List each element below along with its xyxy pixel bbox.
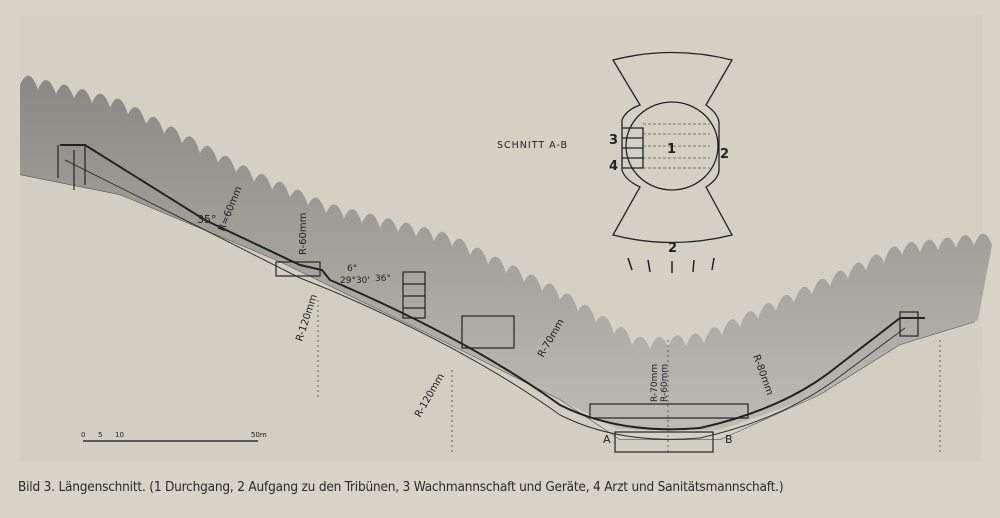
angle-36-label: 36° — [375, 274, 391, 284]
hill-fill — [20, 175, 980, 460]
radius-mid-label: R-60mm — [298, 213, 309, 255]
figure-caption: Bild 3. Längenschnitt. (1 Durchgang, 2 A… — [18, 479, 784, 495]
plan-view — [611, 51, 733, 273]
point-b-label: B — [725, 433, 733, 446]
track-underside — [64, 159, 906, 440]
scale-tick-10: 10 — [115, 431, 124, 439]
ski-jump-track — [60, 144, 925, 431]
radius-70b-label: R-70mm — [650, 364, 660, 402]
plan-label-1: 1 — [667, 142, 676, 157]
plan-label-3: 3 — [609, 133, 618, 148]
scale-bar: 0 5 10 50m — [81, 431, 267, 442]
tree-line — [20, 75, 992, 430]
angle-6-label: 6° — [347, 264, 357, 274]
angle-35-label: 35° — [197, 213, 217, 226]
plan-label-2-bottom: 2 — [668, 241, 677, 256]
radius-60b-label: R-60mm — [660, 364, 670, 402]
plan-title: SCHNITT A-B — [497, 140, 568, 151]
plan-label-2-right: 2 — [720, 147, 729, 162]
point-a-label: A — [603, 433, 611, 446]
scale-tick-50m: 50m — [251, 431, 267, 439]
scale-tick-0: 0 — [81, 431, 85, 439]
plan-label-4: 4 — [609, 159, 618, 174]
radius-guides — [317, 300, 941, 455]
scale-tick-5: 5 — [98, 431, 102, 439]
angle-29-label: 29°30' — [340, 276, 370, 286]
jump-tower — [57, 145, 919, 453]
